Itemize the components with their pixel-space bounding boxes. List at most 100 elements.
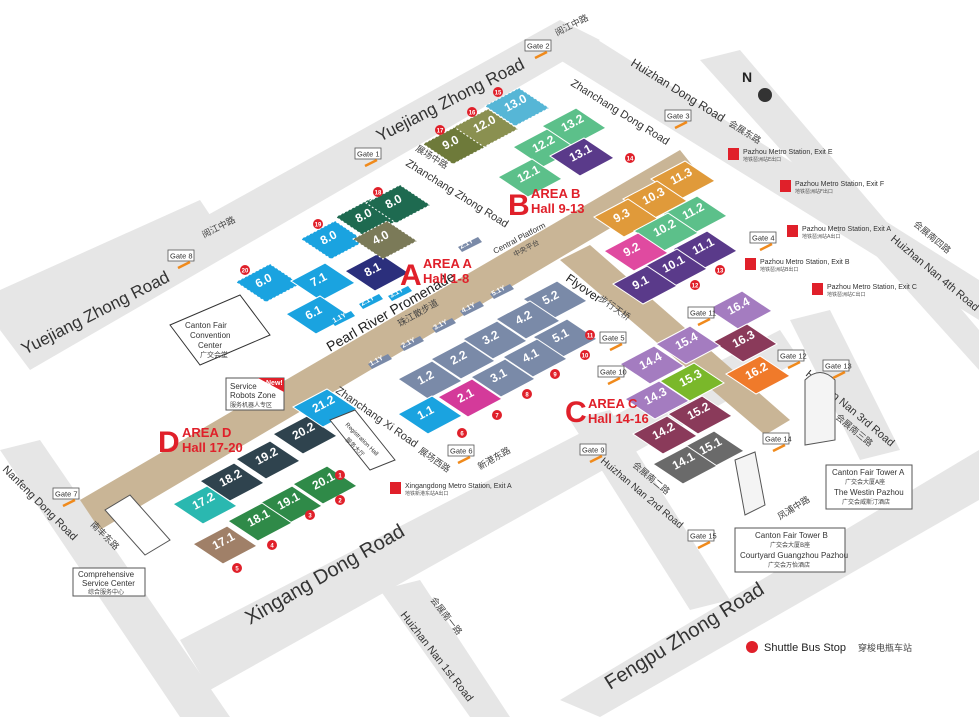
hall-2-1[interactable] xyxy=(437,378,503,418)
hall-12-1[interactable] xyxy=(497,158,563,198)
svg-text:Convention: Convention xyxy=(190,331,230,340)
shuttle-stop-number: 17 xyxy=(437,129,444,135)
metro-station[interactable]: Xingangdong Metro Station, Exit A地铁新港东站A… xyxy=(390,482,512,497)
hall-13-1[interactable] xyxy=(549,137,615,177)
shuttle-stop-13[interactable]: 13 xyxy=(715,265,725,275)
hall-15-2[interactable] xyxy=(667,395,733,435)
shuttle-stop-number: 1 xyxy=(338,474,342,480)
gate-marker xyxy=(772,443,786,453)
hall-14-2[interactable] xyxy=(632,415,698,455)
shuttle-stop-15[interactable]: 15 xyxy=(493,87,503,97)
shuttle-stop-17[interactable]: 17 xyxy=(435,125,445,135)
gate-10[interactable]: Gate 10 xyxy=(597,365,627,386)
shuttle-stop-3[interactable]: 3 xyxy=(305,510,315,520)
hall-9-2[interactable] xyxy=(603,232,669,272)
gate-14[interactable]: Gate 14 xyxy=(762,432,792,453)
hall-2-1Y[interactable]: 2.1Y xyxy=(458,237,482,252)
gate-1[interactable]: Gate 1 xyxy=(354,147,382,168)
hall-15-3[interactable] xyxy=(659,362,725,402)
hall-14-3[interactable] xyxy=(624,380,690,420)
hall-4-2[interactable] xyxy=(495,300,561,340)
shuttle-stop-8[interactable]: 8 xyxy=(522,389,532,399)
svg-text:N: N xyxy=(742,69,752,85)
gate-3[interactable]: Gate 3 xyxy=(664,109,692,130)
hall-17-1[interactable] xyxy=(192,525,258,565)
hall-2-1Y[interactable]: 2.1Y xyxy=(359,294,383,309)
gate-11[interactable]: Gate 11 xyxy=(687,306,716,327)
gate-9[interactable]: Gate 9 xyxy=(579,443,607,464)
hall-12-0[interactable] xyxy=(453,108,519,148)
gate-6[interactable]: Gate 6 xyxy=(447,444,475,465)
svg-text:Hall 14-16: Hall 14-16 xyxy=(588,411,649,426)
hall-1-1[interactable] xyxy=(397,395,463,435)
shuttle-stop-10[interactable]: 10 xyxy=(580,350,590,360)
gate-12[interactable]: Gate 12 xyxy=(777,349,807,370)
metro-icon xyxy=(812,283,823,295)
hall-7-1[interactable] xyxy=(290,262,356,302)
hall-4-0[interactable] xyxy=(352,220,418,260)
hall-15-4[interactable] xyxy=(655,325,721,365)
hall-6-0[interactable] xyxy=(235,263,301,303)
shuttle-stop-number: 3 xyxy=(308,514,312,520)
hall-2-2[interactable] xyxy=(430,340,496,380)
shuttle-stop-20[interactable]: 20 xyxy=(240,265,250,275)
gate-4[interactable]: Gate 4 xyxy=(749,231,777,252)
shuttle-stop-1[interactable]: 1 xyxy=(335,470,345,480)
shuttle-stop-9[interactable]: 9 xyxy=(550,369,560,379)
hall-21-2[interactable] xyxy=(292,388,358,428)
shuttle-stop-12[interactable]: 12 xyxy=(690,280,700,290)
service-robots-zone: Service Robots Zone 服务机器人专区 New! xyxy=(225,377,285,411)
hall-8-0[interactable] xyxy=(365,184,431,224)
hall-9-1[interactable] xyxy=(612,265,678,305)
gate-label: Gate 12 xyxy=(780,352,807,361)
gate-13[interactable]: Gate 13 xyxy=(822,359,852,380)
hall-17-2[interactable] xyxy=(172,485,238,525)
svg-text:A: A xyxy=(400,259,422,292)
hall-14-4[interactable] xyxy=(619,345,685,385)
shuttle-stop-number: 20 xyxy=(242,269,249,275)
shuttle-stop-4[interactable]: 4 xyxy=(267,540,277,550)
hall-16-2[interactable] xyxy=(725,355,791,395)
shuttle-stop-14[interactable]: 14 xyxy=(625,153,635,163)
road-label-zhanchang-zhong: Zhanchang Zhong Road xyxy=(403,157,510,230)
metro-name-cn: 地铁琶洲站A出口 xyxy=(802,233,840,240)
svg-text:服务机器人专区: 服务机器人专区 xyxy=(230,401,272,409)
gate-8[interactable]: Gate 8 xyxy=(167,249,195,270)
shuttle-stop-6[interactable]: 6 xyxy=(457,428,467,438)
gate-5[interactable]: Gate 5 xyxy=(599,331,627,352)
legend: Shuttle Bus Stop 穿梭电瓶车站 xyxy=(746,641,912,654)
shuttle-stop-5[interactable]: 5 xyxy=(232,563,242,573)
shuttle-stop-number: 11 xyxy=(587,334,594,340)
gate-7[interactable]: Gate 7 xyxy=(52,487,80,508)
shuttle-stop-11[interactable]: 11 xyxy=(585,330,595,340)
hall-18-1[interactable] xyxy=(227,502,293,542)
hall-8-1[interactable] xyxy=(344,252,410,292)
gate-label: Gate 4 xyxy=(752,234,775,243)
shuttle-stop-18[interactable]: 18 xyxy=(373,187,383,197)
hall-16-3[interactable] xyxy=(712,323,778,363)
metro-name: Xingangdong Metro Station, Exit A xyxy=(405,483,512,490)
gate-15[interactable]: Gate 15 xyxy=(687,529,717,550)
pearl-river-promenade xyxy=(80,150,700,530)
shuttle-stop-7[interactable]: 7 xyxy=(492,410,502,420)
hall-16-4[interactable] xyxy=(707,290,773,330)
gate-2[interactable]: Gate 2 xyxy=(524,39,552,60)
hall-13-0[interactable] xyxy=(484,87,550,127)
shuttle-stop-2[interactable]: 2 xyxy=(335,495,345,505)
hall-3-2[interactable] xyxy=(462,320,528,360)
hall-4-1[interactable] xyxy=(502,338,568,378)
hall-14-1[interactable] xyxy=(652,445,718,485)
hall-8-0[interactable] xyxy=(300,220,366,260)
hall-1-2[interactable] xyxy=(397,360,463,400)
shuttle-stop-number: 2 xyxy=(338,499,342,505)
shuttle-stop-16[interactable]: 16 xyxy=(467,107,477,117)
area-d-label: D AREA D Hall 17-20 xyxy=(158,425,243,459)
shuttle-stop-19[interactable]: 19 xyxy=(313,219,323,229)
hall-3-1[interactable] xyxy=(470,358,536,398)
hall-19-2[interactable] xyxy=(235,440,301,480)
